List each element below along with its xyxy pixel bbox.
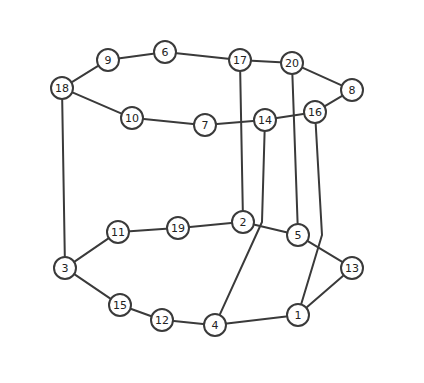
- graph-vertex: 16: [303, 100, 327, 124]
- graph-edge: [252, 61, 280, 63]
- graph-vertex: 4: [203, 313, 227, 337]
- vertex-number: 11: [111, 227, 125, 238]
- graph-edge: [240, 72, 243, 210]
- graph-edge: [308, 241, 342, 261]
- vertex-number: 12: [155, 315, 169, 326]
- graph-vertex: 19: [166, 216, 190, 240]
- graph-vertex: 18: [50, 76, 74, 100]
- graph-edge: [75, 275, 110, 299]
- vertex-number: 3: [62, 263, 69, 274]
- graph-edge: [227, 316, 286, 323]
- graph-edge: [72, 66, 97, 82]
- graph-vertex: 15: [108, 293, 132, 317]
- vertex-number: 15: [113, 300, 127, 311]
- graph-edge: [220, 132, 265, 314]
- graph-edge: [62, 100, 65, 256]
- vertex-number: 2: [240, 217, 247, 228]
- graph-vertex: 13: [340, 256, 364, 280]
- vertex-number: 6: [162, 47, 169, 58]
- graph-vertex: 3: [53, 256, 77, 280]
- graph-vertex: 10: [120, 106, 144, 130]
- graph-vertex: 6: [153, 40, 177, 64]
- graph-edge: [75, 239, 108, 262]
- vertex-number: 8: [349, 85, 356, 96]
- vertex-number: 9: [105, 55, 112, 66]
- graph-edge: [73, 93, 121, 114]
- graph-edge: [217, 121, 253, 124]
- graph-edge: [292, 75, 297, 223]
- vertex-number: 1: [295, 310, 302, 321]
- graph-edge: [277, 114, 303, 118]
- graph-edge: [130, 229, 166, 231]
- graph-edge: [301, 124, 322, 304]
- graph-edge: [307, 276, 343, 307]
- graph-vertex: 2: [231, 210, 255, 234]
- graph-edge: [144, 119, 193, 124]
- vertex-number: 5: [295, 230, 302, 241]
- graph-edge: [190, 223, 231, 227]
- graph-edge: [303, 68, 341, 85]
- vertex-number: 20: [285, 58, 299, 69]
- vertex-number: 19: [171, 223, 185, 234]
- graph-vertex: 7: [193, 113, 217, 137]
- graph-vertex: 11: [106, 220, 130, 244]
- graph-vertex: 14: [253, 108, 277, 132]
- graph-vertex: 9: [96, 48, 120, 72]
- graph-vertex: 20: [280, 51, 304, 75]
- graph-edge: [174, 321, 203, 324]
- graph-edge: [120, 54, 153, 59]
- graph-edge: [177, 53, 228, 58]
- graph-vertex: 5: [286, 223, 310, 247]
- vertex-number: 17: [233, 55, 247, 66]
- vertex-number: 4: [212, 320, 219, 331]
- vertex-number: 13: [345, 263, 359, 274]
- graph-vertex: 8: [340, 78, 364, 102]
- vertex-number: 14: [258, 115, 272, 126]
- graph-edge: [131, 309, 150, 316]
- vertex-number: 16: [308, 107, 322, 118]
- vertex-number: 7: [202, 120, 209, 131]
- vertex-number: 18: [55, 83, 69, 94]
- graph-vertex: 17: [228, 48, 252, 72]
- vertex-number: 10: [125, 113, 139, 124]
- graph-vertex: 1: [286, 303, 310, 327]
- graph-vertex: 12: [150, 308, 174, 332]
- graph-edge: [325, 96, 341, 106]
